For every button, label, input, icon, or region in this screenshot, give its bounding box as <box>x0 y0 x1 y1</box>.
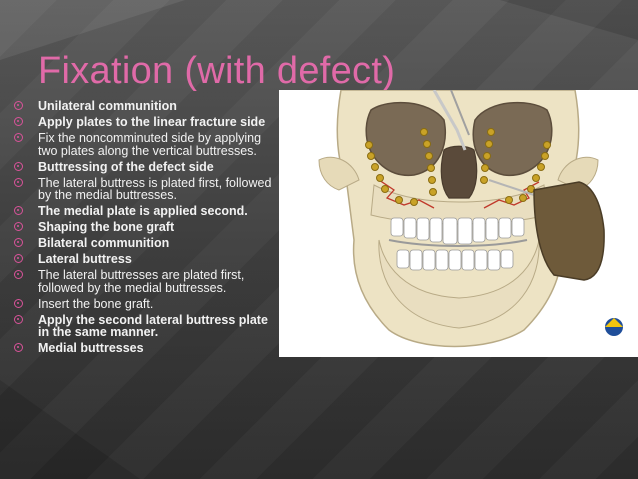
bullet-item: The lateral buttress is plated first, fo… <box>14 175 279 203</box>
bullet-text: Medial buttresses <box>38 341 144 356</box>
bullet-list: Unilateral communition Apply plates to t… <box>14 100 279 358</box>
bullet-item: Buttressing of the defect side <box>14 159 279 174</box>
bullet-icon <box>14 254 23 264</box>
bullet-text: Insert the bone graft. <box>38 296 154 311</box>
bullet-icon <box>14 298 23 308</box>
bullet-text: Apply the second lateral buttress plate … <box>38 312 268 340</box>
bullet-item: Unilateral communition <box>14 100 279 113</box>
bullet-text: Apply plates to the linear fracture side <box>38 114 266 129</box>
bullet-icon <box>14 206 23 216</box>
ao-foundation-logo-icon <box>605 318 623 336</box>
slide-title: Fixation (with defect) <box>38 50 396 92</box>
skull-drawing <box>318 89 623 348</box>
bullet-item: The lateral buttresses are plated first,… <box>14 269 279 294</box>
bullet-icon <box>14 238 23 248</box>
bullet-text: The lateral buttress is plated first, fo… <box>38 175 272 203</box>
bullet-item: Shaping the bone graft <box>14 221 279 234</box>
skull-illustration <box>279 89 638 357</box>
bullet-item: Apply the second lateral buttress plate … <box>14 312 279 340</box>
bullet-item: Apply plates to the linear fracture side <box>14 116 279 129</box>
bullet-text: Unilateral communition <box>38 99 177 113</box>
bullet-icon <box>14 343 23 353</box>
bullet-text: Lateral buttress <box>38 252 132 267</box>
bullet-icon <box>14 314 23 324</box>
bullet-text: The lateral buttresses are plated first,… <box>38 268 245 295</box>
bullet-icon <box>14 132 23 142</box>
bullet-icon <box>14 161 23 171</box>
bullet-text: Fix the noncomminuted side by applying t… <box>38 130 262 158</box>
bullet-item: Insert the bone graft. <box>14 296 279 311</box>
bullet-text: Shaping the bone graft <box>38 220 175 235</box>
bullet-icon <box>14 177 23 187</box>
bullet-text: The medial plate is applied second. <box>38 204 248 219</box>
bullet-item: The medial plate is applied second. <box>14 205 279 218</box>
bullet-item: Fix the noncomminuted side by applying t… <box>14 132 279 157</box>
bullet-item: Bilateral communition <box>14 237 279 250</box>
bullet-icon <box>14 222 23 232</box>
bullet-icon <box>14 101 23 110</box>
bullet-text: Bilateral communition <box>38 236 170 251</box>
bullet-item: Lateral buttress <box>14 253 279 266</box>
bullet-icon <box>14 116 23 126</box>
bullet-item: Medial buttresses <box>14 342 279 355</box>
bullet-icon <box>14 270 23 280</box>
bullet-text: Buttressing of the defect side <box>38 159 214 174</box>
